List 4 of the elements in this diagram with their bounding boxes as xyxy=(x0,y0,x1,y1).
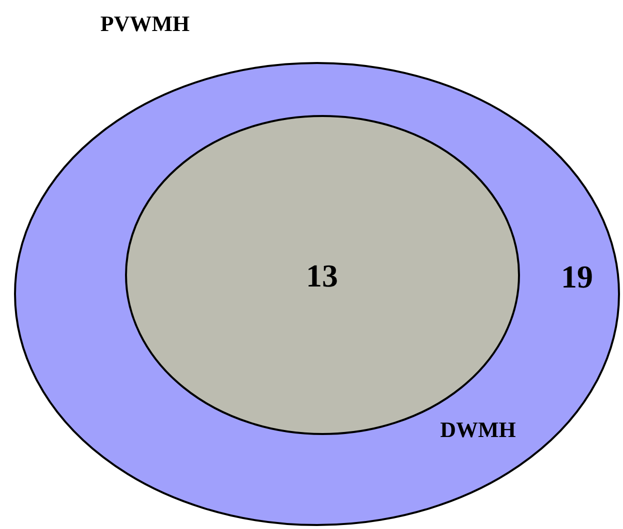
count-label: 13 xyxy=(306,258,338,294)
count-label: 19 xyxy=(561,258,593,296)
set-label: DWMH xyxy=(440,417,516,443)
set-label: PVWMH xyxy=(100,11,190,37)
